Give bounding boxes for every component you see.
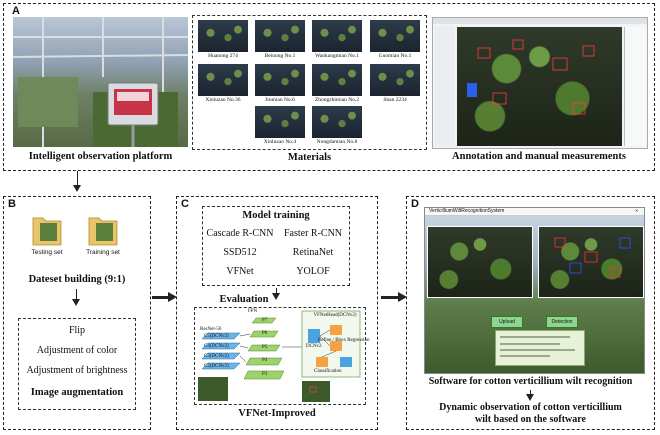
panel-d-label: D	[411, 198, 419, 210]
materials-box	[192, 15, 427, 150]
model-training-box	[202, 206, 350, 286]
caption-annotation: Annotation and manual measurements	[452, 151, 626, 162]
training-folder-icon	[88, 217, 118, 246]
dynamic-caption-line1: Dynamic observation of cotton verticilli…	[439, 402, 622, 413]
variety-label: Huanong 274	[208, 53, 238, 59]
software-window: VerticilliumWiltRecognitionSystem ✕ Uplo…	[424, 207, 645, 374]
caption-materials: Materials	[287, 152, 332, 163]
dataset-caption: Dateset building (9:1)	[28, 274, 126, 285]
vfnet-improved-caption: VFNet-Improved	[238, 408, 316, 419]
window-titlebar	[425, 208, 644, 216]
variety-label: Nongdamian No.8	[316, 139, 358, 145]
upload-button[interactable]: Upload	[491, 316, 523, 328]
dynamic-caption-line2: wilt based on the software	[475, 414, 586, 425]
head-label: VFNetHead(DCNv2)	[313, 313, 357, 318]
model-training-title: Model training	[242, 210, 310, 221]
augment-color: Adjustment of color	[36, 345, 118, 356]
window-close-button[interactable]: ✕	[635, 208, 639, 213]
evaluation-label: Evaluation	[219, 294, 269, 305]
variety-photo	[370, 20, 420, 52]
variety-label: Xinluzao No.4	[263, 139, 297, 145]
arrow-training-to-eval	[272, 288, 280, 300]
result-log-panel	[495, 330, 585, 366]
augment-brightness: Adjustment of brightness	[26, 365, 128, 376]
platform-photo	[13, 17, 188, 147]
model-retinanet: RetinaNet	[292, 247, 334, 258]
arrow-b-to-c	[152, 292, 177, 302]
variety-label: Xinluzao No.36	[205, 97, 241, 103]
reg-label: Refine / Bbox Regression	[318, 338, 370, 343]
vfnet-architecture	[198, 310, 361, 402]
panel-c-label: C	[181, 198, 189, 210]
augment-flip: Flip	[68, 325, 86, 336]
p4-label: P4	[262, 358, 268, 363]
training-set-label: Training set	[86, 249, 120, 256]
p6-label: P6	[262, 331, 268, 336]
arrow-dataset-to-augment	[72, 289, 80, 306]
cls-label: Classification	[314, 369, 342, 374]
panel-d	[406, 196, 655, 430]
c5-label: C5(DCNv2)	[204, 334, 229, 339]
caption-platform: Intelligent observation platform	[28, 151, 173, 162]
model-yolof: YOLOF	[296, 266, 330, 277]
variety-label: Jinmian No.6	[265, 97, 295, 103]
panel-a	[3, 3, 655, 171]
variety-label: Wankangmian No.1	[315, 53, 359, 59]
augmentation-box	[18, 318, 136, 410]
panel-b-label: B	[8, 198, 16, 210]
detection-boxes	[554, 237, 631, 278]
panel-b	[3, 196, 151, 430]
window-title: VerticilliumWiltRecognitionSystem	[429, 208, 505, 214]
p7-label: P7	[262, 318, 268, 323]
vfnet-architecture-box	[194, 307, 366, 405]
variety-label: Beinong No.1	[264, 53, 296, 59]
arrow-a-to-b	[73, 171, 81, 192]
arrow-c-to-d	[381, 292, 407, 302]
variety-label: Shan 2234	[383, 97, 407, 103]
platform-drawing	[13, 17, 188, 147]
arrow-software-to-dynamic	[526, 390, 534, 401]
variety-photo	[198, 64, 248, 96]
annotated-image	[457, 27, 622, 146]
variety-photo	[312, 20, 362, 52]
model-cascade: Cascade R-CNN	[206, 228, 274, 239]
p5-label: P5	[262, 345, 268, 350]
variety-label: Guomian No.1	[378, 53, 412, 59]
variety-photo	[255, 64, 305, 96]
panel-a-label: A	[12, 5, 20, 17]
annotation-boxes	[467, 39, 595, 115]
testing-folder-icon	[32, 217, 62, 246]
detection-button[interactable]: Detection	[546, 316, 578, 328]
model-vfnet: VFNet	[226, 266, 254, 277]
c4-label: C4(DCNv2)	[204, 344, 229, 349]
variety-photo	[370, 64, 420, 96]
fpn-label: FPN	[248, 309, 258, 314]
augment-caption: Image augmentation	[30, 387, 124, 398]
annotation-screenshot	[432, 17, 648, 149]
testing-set-label: Testing set	[31, 249, 63, 256]
variety-label: Zhongzhimian No.2	[314, 97, 360, 103]
variety-photo	[312, 106, 362, 138]
c3-label: C3(DCNv2)	[204, 354, 229, 359]
software-caption: Software for cotton verticillium wilt re…	[428, 376, 633, 387]
p3-label: P3	[262, 372, 268, 377]
dcn-label: DCNv2	[306, 344, 322, 349]
model-ssd: SSD512	[223, 247, 257, 258]
model-faster: Faster R-CNN	[283, 228, 343, 239]
panel-c	[176, 196, 378, 430]
variety-photo	[312, 64, 362, 96]
variety-photo	[255, 106, 305, 138]
variety-photo	[255, 20, 305, 52]
c2-label: C2(DCNv2)	[204, 364, 229, 369]
input-image	[427, 226, 533, 298]
resnet-label: ResNet-50	[200, 327, 222, 332]
variety-photo	[198, 20, 248, 52]
